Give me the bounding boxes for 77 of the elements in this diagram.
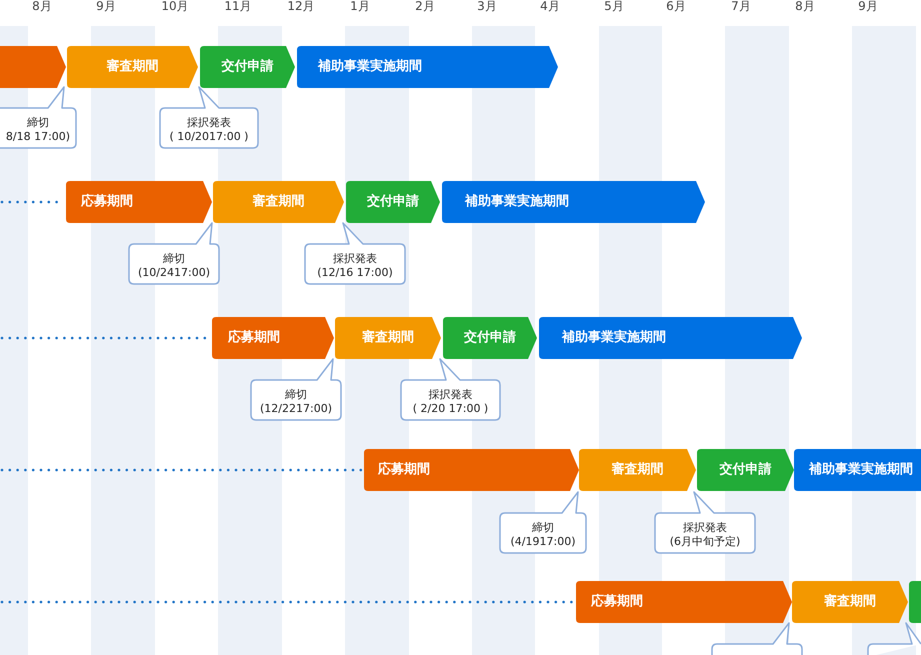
chevron-bar [67,46,198,88]
month-label: 2月 [415,0,435,13]
bar-label: 補助事業実施期間 [318,59,422,75]
dotted-line [0,467,364,473]
callout-bubble [868,623,921,655]
callout-bubble [251,359,341,420]
bar-label: 審査期間 [612,462,664,478]
bar-label: 交付申請 [367,194,419,210]
chevron-bar [0,46,66,88]
bar-label: 応募期間 [591,594,643,610]
callout-text: 採択発表 [683,521,727,534]
callout-bubble [160,87,258,148]
callout-text: ( 2/20 17:00 ) [412,402,488,415]
callout-text: (4/1917:00) [510,535,576,548]
chevron-bar [346,181,440,223]
bar-label: 交付申請 [464,330,516,346]
bar-label: 応募期間 [378,462,430,478]
month-label: 1月 [350,0,370,13]
callout-text: 締切 [163,252,185,265]
callout-text: (10/2417:00) [138,266,210,279]
bar-label: 審査期間 [362,330,414,346]
month-label: 6月 [666,0,686,13]
chevron-bar [443,317,537,359]
bar-label: 応募期間 [228,330,280,346]
month-label: 9月 [96,0,116,13]
month-label: 7月 [731,0,751,13]
callout-text: (12/2217:00) [260,402,332,415]
chevron-bar [697,449,794,491]
chevron-bar [576,581,792,623]
callout-text: 締切 [27,116,49,129]
callout-bubble [129,223,219,284]
callout-text: 採択発表 [333,252,377,265]
bar-label: 審査期間 [824,594,876,610]
callout-text: 締切 [285,388,307,401]
callout-bubble [305,223,405,284]
chevron-bar [212,317,334,359]
chevron-bar [297,46,558,88]
month-label: 4月 [540,0,560,13]
callout-bubble [401,359,500,420]
chevron-bar [66,181,212,223]
callout-bubble [655,492,755,553]
callout-text: 採択発表 [428,388,472,401]
chevron-bar [200,46,295,88]
month-label: 9月 [858,0,878,13]
month-label: 10月 [161,0,189,13]
callout-bubble [500,492,586,553]
chevron-bar [792,581,908,623]
bar-label: 補助事業実施期間 [465,194,569,210]
callout-text: (6月中旬予定) [670,535,740,548]
month-label: 12月 [287,0,315,13]
bar-label: 補助事業実施期間 [562,330,666,346]
bar-label: 補助事業実施期間 [809,462,913,478]
callout-bubble [712,623,802,655]
bar-label: 審査期間 [252,194,304,210]
callout-bubble [0,87,76,148]
callout-text: 締切 [532,521,554,534]
bar-label: 応募期間 [81,194,133,210]
callout-text: 採択発表 [187,116,231,129]
chevron-bar [909,581,921,623]
chevron-bar [442,181,705,223]
month-label: 11月 [224,0,252,13]
chevron-bar [579,449,696,491]
chevron-bar [213,181,344,223]
month-label: 3月 [477,0,497,13]
callout-text: 8/18 17:00) [6,130,70,143]
callout-text: ( 10/2017:00 ) [170,130,248,143]
month-label: 8月 [795,0,815,13]
bar-label: 審査期間 [106,59,158,75]
chevron-bar [539,317,802,359]
callout-text: (12/16 17:00) [317,266,393,279]
chevron-bar [794,449,921,491]
month-label: 5月 [604,0,624,13]
bar-label: 交付申請 [222,59,274,75]
bar-label: 交付申請 [720,462,772,478]
month-label: 8月 [32,0,52,13]
chevron-bar [364,449,579,491]
chevron-bar [335,317,441,359]
